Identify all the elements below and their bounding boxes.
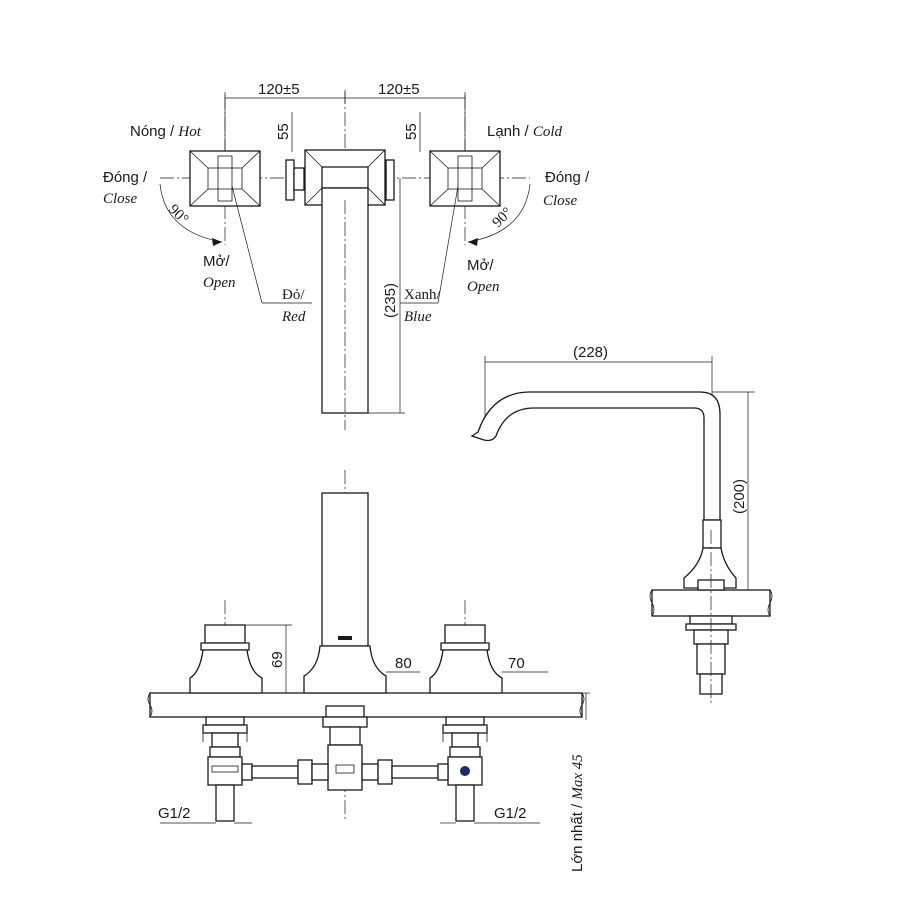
dim-80: 80	[395, 655, 412, 672]
dim-spout-235: (235)	[382, 283, 399, 318]
hot-label: Nóng / Hot	[130, 123, 202, 140]
open-right-vi: Mở/	[467, 257, 494, 274]
dim-69: 69	[269, 651, 286, 668]
red-label-en: Red	[281, 309, 306, 325]
dim-right-120: 120±5	[378, 81, 420, 98]
thread-right: G1/2	[494, 805, 527, 822]
close-left-vi: Đóng /	[103, 169, 148, 186]
close-left-en: Close	[103, 191, 138, 207]
open-right-en: Open	[467, 279, 500, 295]
dim-left-120: 120±5	[258, 81, 300, 98]
close-right-vi: Đóng /	[545, 169, 590, 186]
dim-55-left: 55	[275, 123, 292, 140]
thread-left: G1/2	[158, 805, 191, 822]
blue-label-en: Blue	[404, 309, 432, 325]
dim-70: 70	[508, 655, 525, 672]
front-view: 69 80 70	[147, 470, 590, 872]
red-label-vi: Đỏ/	[282, 287, 305, 303]
open-left-vi: Mở/	[203, 253, 230, 270]
dim-height-200: (200)	[731, 479, 748, 514]
dim-reach-228: (228)	[573, 344, 608, 361]
top-view: 120±5 120±5 55 55	[103, 81, 590, 430]
close-right-en: Close	[543, 193, 578, 209]
blue-label-vi: Xanh/	[404, 287, 441, 303]
max-45-label: Lớn nhất / Max 45	[569, 754, 586, 872]
dim-55-right: 55	[403, 123, 420, 140]
angle-right: 90°	[490, 205, 516, 231]
cold-label: Lạnh / Cold	[487, 123, 563, 140]
side-view: (228) (200)	[470, 344, 773, 705]
angle-left: 90°	[165, 202, 191, 228]
open-left-en: Open	[203, 275, 236, 291]
